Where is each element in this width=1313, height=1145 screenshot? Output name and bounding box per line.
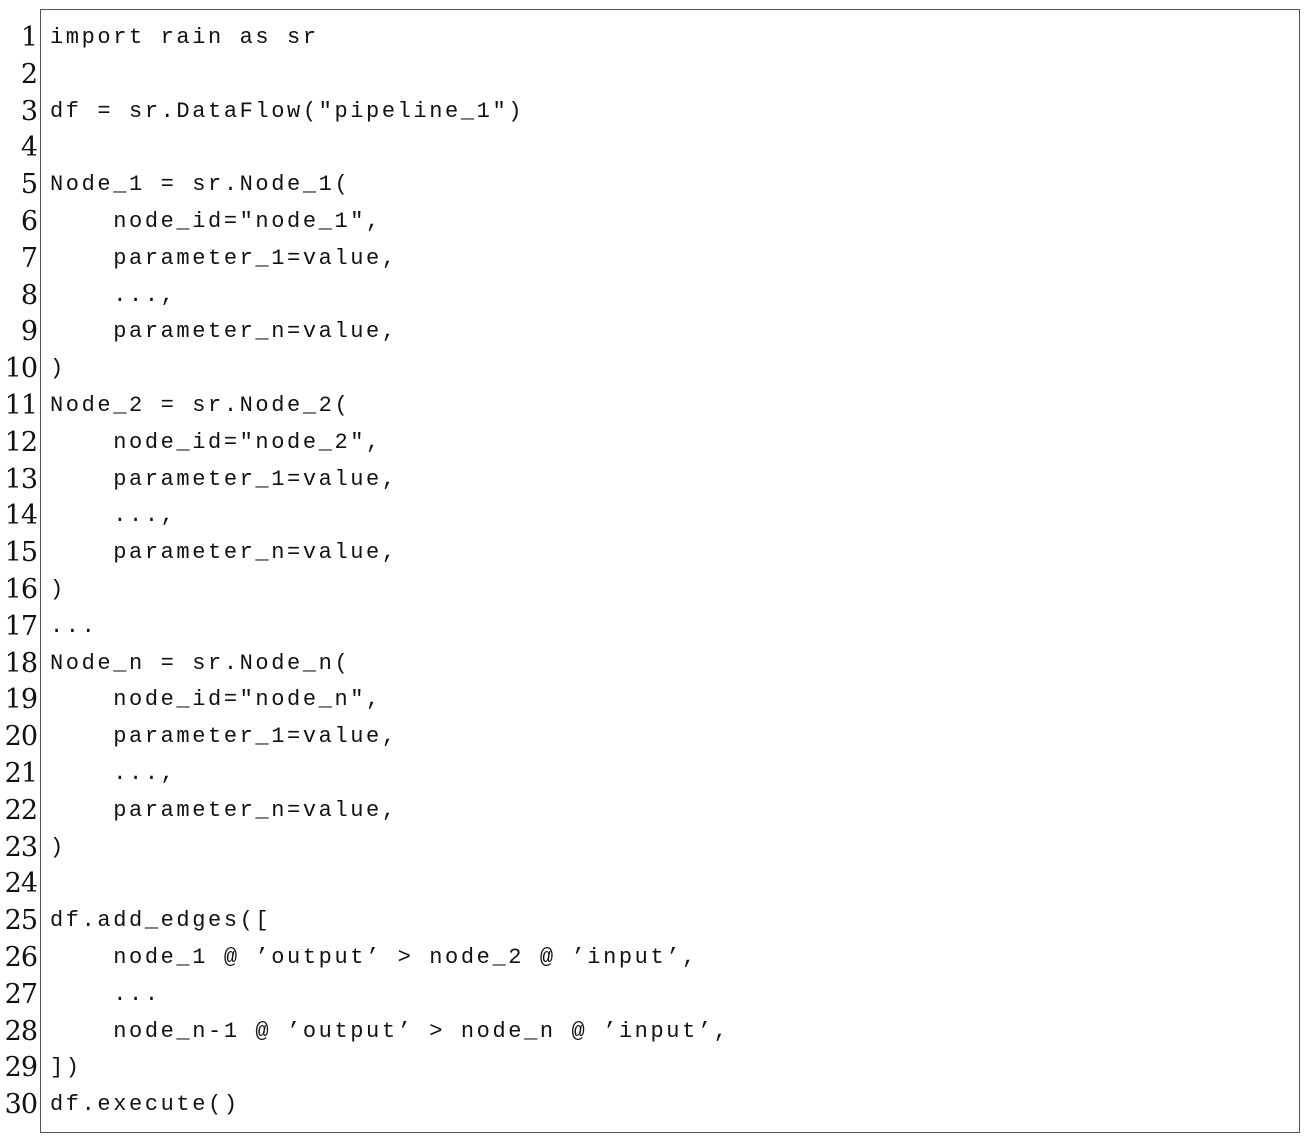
line-number: 30 <box>4 1089 38 1121</box>
line-number: 5 <box>20 169 38 201</box>
code-line: parameter_n=value, <box>50 540 398 566</box>
code-line: parameter_1=value, <box>50 724 398 750</box>
line-number: 24 <box>4 868 38 900</box>
code-line: ) <box>50 577 66 602</box>
line-number: 29 <box>4 1052 38 1084</box>
line-number: 23 <box>4 831 38 863</box>
code-line: Node_1 = sr.Node_1( <box>50 172 351 198</box>
code-frame <box>40 9 1300 1133</box>
line-number: 7 <box>20 242 38 274</box>
code-line: node_id="node_2", <box>50 429 382 455</box>
line-number: 2 <box>20 58 38 90</box>
code-line: df.add_edges([ <box>50 908 272 934</box>
line-number: 12 <box>4 426 38 458</box>
code-line: node_id="node_1", <box>50 209 382 234</box>
line-number: 27 <box>4 978 38 1010</box>
line-number: 10 <box>4 353 38 385</box>
code-line: ..., <box>50 761 177 786</box>
code-line: ]) <box>50 1055 82 1081</box>
line-number: 11 <box>4 390 38 421</box>
code-line: parameter_n=value, <box>50 319 398 345</box>
line-number: 26 <box>4 942 38 973</box>
code-line: ..., <box>50 503 177 529</box>
line-number: 9 <box>20 316 38 348</box>
code-line: ) <box>50 834 66 860</box>
line-number: 17 <box>4 610 38 642</box>
code-line: ) <box>50 356 66 382</box>
code-line: Node_n = sr.Node_n( <box>50 650 351 676</box>
code-line: node_n-1 @ ’output’ > node_n @ ’input’, <box>50 1018 730 1044</box>
line-number: 13 <box>4 463 38 495</box>
line-number: 18 <box>4 647 38 679</box>
line-number: 21 <box>4 758 38 789</box>
code-line: df = sr.DataFlow("pipeline_1") <box>50 98 525 124</box>
code-line: df.execute() <box>50 1092 240 1118</box>
code-line: Node_2 = sr.Node_2( <box>50 393 351 418</box>
code-line: ..., <box>50 282 177 308</box>
line-number: 19 <box>4 684 38 716</box>
code-line: ... <box>50 613 98 639</box>
line-number: 22 <box>4 794 38 826</box>
line-number: 8 <box>20 279 38 311</box>
line-number: 6 <box>20 206 38 237</box>
code-line: import rain as sr <box>50 25 319 50</box>
line-number: 25 <box>4 905 38 937</box>
line-number: 15 <box>4 537 38 569</box>
line-number: 1 <box>20 22 38 53</box>
code-line: node_id="node_n", <box>50 687 382 713</box>
code-line: node_1 @ ’output’ > node_2 @ ’input’, <box>50 945 698 970</box>
code-line: ... <box>50 981 161 1007</box>
code-line: parameter_1=value, <box>50 466 398 492</box>
line-number: 4 <box>20 132 38 164</box>
code-line: parameter_n=value, <box>50 797 398 823</box>
code-line: parameter_1=value, <box>50 245 398 271</box>
line-number: 3 <box>20 95 38 127</box>
line-number: 28 <box>4 1015 38 1047</box>
line-number: 14 <box>4 500 38 532</box>
line-number: 16 <box>4 574 38 605</box>
line-number: 20 <box>4 721 38 753</box>
